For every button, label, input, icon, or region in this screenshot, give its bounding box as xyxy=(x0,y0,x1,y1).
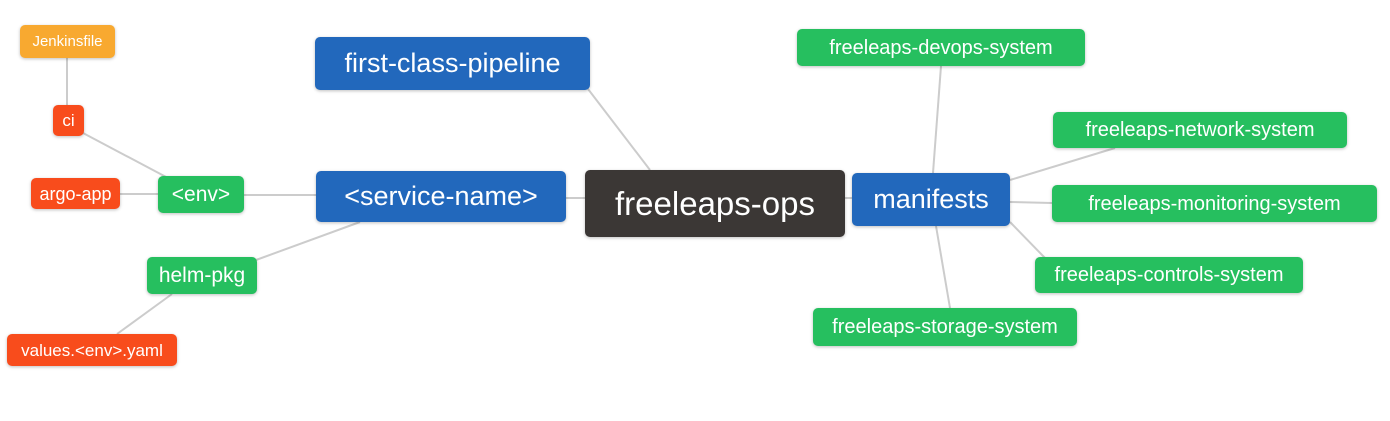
node-values-env-yaml[interactable]: values.<env>.yaml xyxy=(7,334,177,366)
node-freeleaps-storage-system[interactable]: freeleaps-storage-system xyxy=(813,308,1077,346)
node-argo-app[interactable]: argo-app xyxy=(31,178,120,209)
node-manifests[interactable]: manifests xyxy=(852,173,1010,226)
edge-manifests-monitoring xyxy=(1009,201,1053,204)
node-freeleaps-monitoring-system[interactable]: freeleaps-monitoring-system xyxy=(1052,185,1377,222)
node-freeleaps-network-system[interactable]: freeleaps-network-system xyxy=(1053,112,1347,148)
node-helm-pkg[interactable]: helm-pkg xyxy=(147,257,257,294)
edge-helm-pkg-values xyxy=(116,293,173,335)
edge-helm-pkg-service-name xyxy=(255,221,361,261)
node-jenkinsfile[interactable]: Jenkinsfile xyxy=(20,25,115,58)
node-freeleaps-devops-system[interactable]: freeleaps-devops-system xyxy=(797,29,1085,66)
node-first-class-pipeline[interactable]: first-class-pipeline xyxy=(315,37,590,90)
edge-manifests-storage xyxy=(935,225,951,309)
node-freeleaps-controls-system[interactable]: freeleaps-controls-system xyxy=(1035,257,1303,293)
edge-manifests-network xyxy=(1009,147,1116,181)
edge-ci-env xyxy=(82,132,169,179)
node-ci[interactable]: ci xyxy=(53,105,84,136)
edge-manifests-controls xyxy=(1009,221,1046,259)
node-env[interactable]: <env> xyxy=(158,176,244,213)
node-service-name[interactable]: <service-name> xyxy=(316,171,566,222)
node-freeleaps-ops[interactable]: freeleaps-ops xyxy=(585,170,845,237)
edge-manifests-devops xyxy=(932,65,942,174)
edge-pipeline-freeleaps-ops xyxy=(587,88,651,171)
